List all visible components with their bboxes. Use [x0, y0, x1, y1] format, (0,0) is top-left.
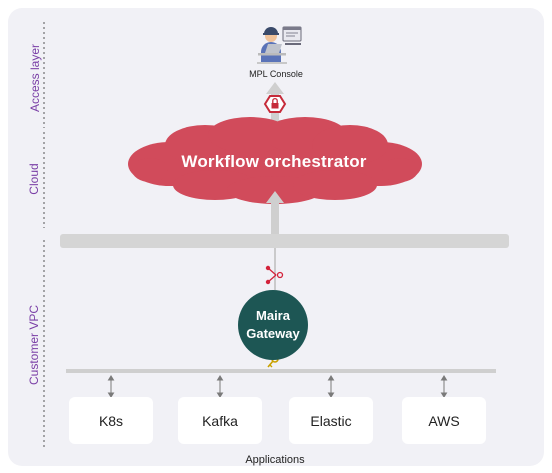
- user-at-laptop-icon: [257, 26, 302, 64]
- orchestrator-title: Workflow orchestrator: [181, 152, 367, 171]
- app-elastic: Elastic: [289, 397, 373, 444]
- aws-connector: [440, 375, 448, 398]
- cloud-layer-label: Cloud: [27, 163, 41, 195]
- orchestrator-cloud: [128, 117, 422, 204]
- gateway-label-line2: Gateway: [246, 326, 300, 341]
- app-k8s: K8s: [69, 397, 153, 444]
- main-bus: [60, 234, 509, 248]
- app-connectors: [107, 375, 448, 398]
- app-aws: AWS: [402, 397, 486, 444]
- gateway-node: Maira Gateway: [238, 290, 308, 360]
- bus-to-cloud-arrow: [266, 191, 284, 235]
- kafka-connector: [216, 375, 224, 398]
- gateway-label-line1: Maira: [256, 308, 290, 323]
- tool-icon: [265, 265, 284, 285]
- app-bus: [66, 369, 496, 373]
- lock-badge-icon: [263, 95, 287, 113]
- console-label: MPL Console: [249, 69, 303, 79]
- customer-vpc-label: Customer VPC: [27, 304, 41, 386]
- applications-label: Applications: [245, 454, 305, 466]
- elastic-connector: [327, 375, 335, 398]
- app-kafka: Kafka: [178, 397, 262, 444]
- k8s-connector: [107, 375, 115, 398]
- access-layer-label: Access layer: [28, 43, 42, 113]
